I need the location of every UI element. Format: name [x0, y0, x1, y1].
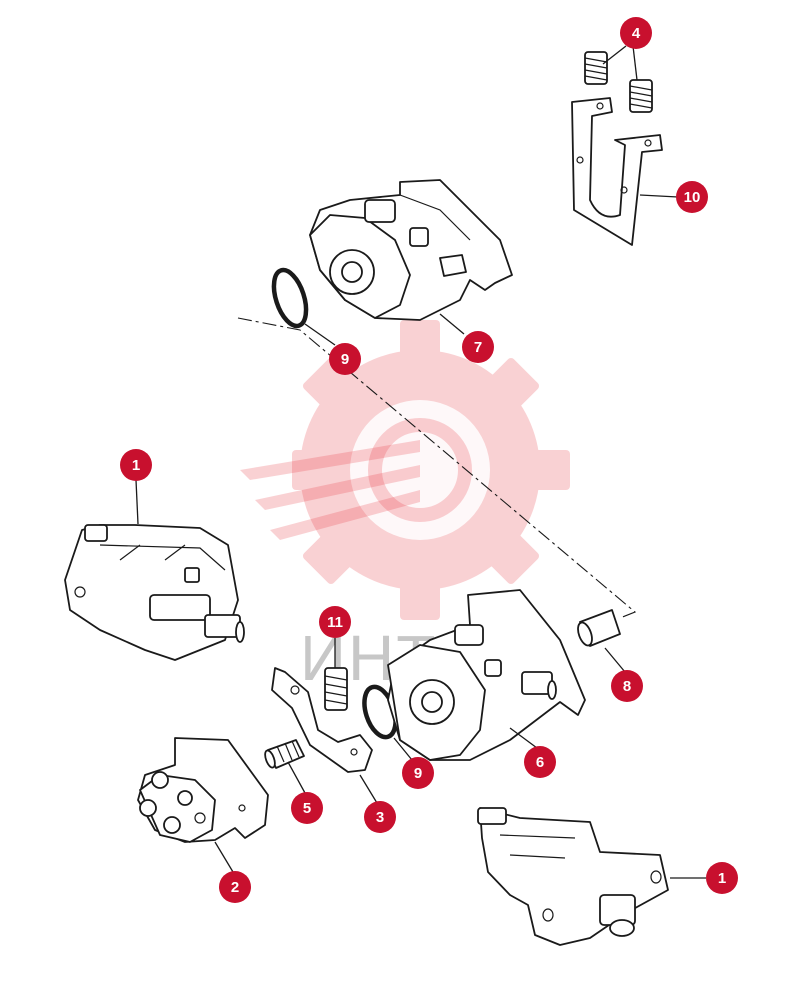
svg-text:1: 1 [132, 457, 140, 474]
watermark-gear-logo [240, 320, 570, 620]
callout-8: 8 [611, 670, 643, 702]
callout-1-right: 1 [706, 862, 738, 894]
svg-text:10: 10 [684, 189, 701, 206]
callout-6: 6 [524, 746, 556, 778]
callout-10: 10 [676, 181, 708, 213]
svg-text:5: 5 [303, 800, 311, 817]
hydraulic-pump-top [309, 179, 513, 321]
o-ring-top [271, 267, 309, 329]
svg-text:7: 7 [474, 339, 482, 356]
spring-middle [324, 667, 348, 711]
callout-5: 5 [291, 792, 323, 824]
leader-lines [135, 45, 706, 879]
svg-text:4: 4 [632, 25, 641, 42]
svg-text:9: 9 [414, 765, 422, 782]
bushing [577, 609, 621, 647]
callout-1-left: 1 [120, 449, 152, 481]
callout-7: 7 [462, 331, 494, 363]
callout-2: 2 [219, 871, 251, 903]
svg-text:9: 9 [341, 351, 349, 368]
threaded-fitting [264, 739, 305, 769]
callout-11: 11 [319, 606, 351, 638]
pump-assembly-left [64, 524, 245, 661]
callout-9-middle: 9 [402, 757, 434, 789]
callout-3: 3 [364, 801, 396, 833]
svg-text:3: 3 [376, 809, 384, 826]
pump-assembly-right [477, 807, 669, 946]
mounting-bracket [271, 667, 373, 773]
callout-9-top: 9 [329, 343, 361, 375]
svg-text:11: 11 [327, 614, 343, 631]
assembly-centerline [237, 317, 637, 619]
spring-top-left [584, 51, 608, 85]
spring-top-right [629, 79, 653, 113]
svg-text:1: 1 [718, 870, 726, 887]
u-bracket [571, 97, 663, 246]
callout-4: 4 [620, 17, 652, 49]
svg-text:6: 6 [536, 754, 544, 771]
gear-pump [137, 737, 269, 843]
hydraulic-pump-middle [387, 589, 586, 761]
svg-text:2: 2 [231, 879, 239, 896]
svg-text:8: 8 [623, 678, 631, 695]
